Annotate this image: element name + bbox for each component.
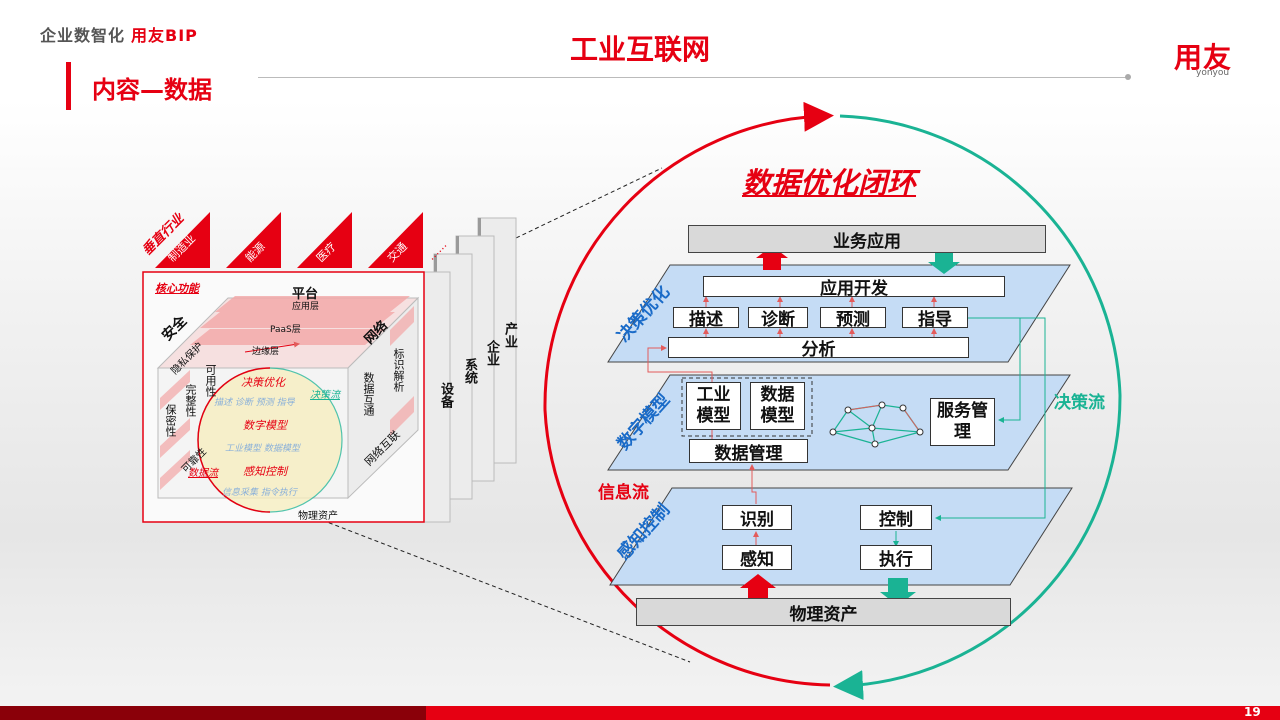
security-confidentiality: 保密性 [164, 404, 177, 437]
describe-box: 描述 [673, 307, 739, 330]
loop-title: 数据优化闭环 [742, 166, 917, 200]
core-function-label: 核心功能 [155, 282, 199, 295]
guide-box: 指导 [902, 307, 968, 330]
page-title: 工业互联网 [569, 33, 710, 66]
info-flow-label: 信息流 [598, 483, 649, 503]
loop-red-arc [543, 101, 834, 687]
decision-flow-service [998, 318, 1021, 423]
model-group-dashed [681, 377, 813, 437]
stack-system: 系统 [462, 358, 477, 384]
zoom-line-bottom [269, 499, 691, 663]
yonyou-logo: 用友 [1174, 41, 1233, 74]
cube-digital-model: 数字模型 [243, 419, 287, 432]
network-data-interop: 数据互通 [362, 372, 375, 416]
brand-right-text: 用友BIP [131, 26, 198, 45]
cube-decision-flow: 决策流 [310, 390, 340, 401]
security-integrity: 完整性 [184, 384, 197, 417]
decision-flow-label: 决策流 [1054, 393, 1105, 413]
predict-box: 预测 [820, 307, 886, 330]
service-mgmt-box: 服务管理 [930, 398, 995, 446]
stack-industry: 产业 [502, 322, 517, 348]
layer-application: 应用层 [292, 302, 320, 312]
block-arrow-down-top [928, 250, 960, 274]
cube-physical-asset: 物理资产 [298, 511, 338, 522]
app-dev-box: 应用开发 [703, 276, 1005, 299]
decision-small-arrows [703, 296, 937, 338]
page-number: 19 [1244, 705, 1261, 719]
stack-enterprise: 企业 [484, 340, 499, 366]
cube-info-flow: 数据流 [188, 468, 218, 479]
cube-decision-opt: 决策优化 [241, 376, 285, 389]
section-accent-bar [66, 62, 71, 110]
platform-label: 平台 [292, 287, 319, 302]
physical-asset-box: 物理资产 [636, 598, 1011, 626]
footer-bar-dark [0, 706, 426, 720]
network-graph [832, 404, 921, 445]
execute-box: 执行 [860, 545, 932, 570]
cube-side-slabs [160, 306, 414, 490]
data-model-box: 数据模型 [750, 382, 805, 430]
section-title: 内容—数据 [92, 76, 212, 104]
industrial-model-box: 工业模型 [686, 382, 741, 430]
header-divider-dot [1125, 74, 1131, 80]
cube-model-sub: 工业模型 数据模型 [225, 444, 300, 454]
yonyou-logo-sub: yonyou [1196, 68, 1230, 78]
brand-left-text: 企业数智化 [40, 26, 126, 45]
analysis-box: 分析 [668, 337, 969, 360]
cube-sense-sub: 信息采集 指令执行 [222, 488, 297, 498]
cube-sense-control: 感知控制 [243, 465, 287, 478]
control-box: 控制 [860, 505, 932, 530]
loop-teal-arc [833, 114, 1122, 701]
decision-flow-right [935, 317, 1046, 521]
business-app-box: 业务应用 [688, 225, 1046, 253]
diagnose-box: 诊断 [748, 307, 808, 330]
network-graph-nodes [829, 401, 924, 448]
cube-top-arrow [244, 341, 300, 353]
identify-to-model [749, 464, 757, 504]
layer-edge: 边缘层 [252, 347, 280, 357]
cube-inner-red-arc [197, 367, 271, 513]
brand-header: 企业数智化用友BIP [40, 22, 198, 46]
industry-flags [155, 212, 423, 268]
data-mgmt-box: 数据管理 [689, 439, 808, 464]
plane-sense [609, 487, 1073, 586]
network-identifier: 标识解析 [392, 348, 405, 392]
header-divider [258, 77, 1128, 78]
enterprise-stack [411, 217, 517, 523]
block-arrow-up-bottom [740, 574, 776, 600]
network-graph-links-red [847, 404, 921, 433]
sense-box: 感知 [722, 545, 792, 570]
cube-decision-sub: 描述 诊断 预测 指导 [214, 398, 295, 408]
security-availability: 可用性 [204, 364, 217, 397]
layer-paas: PaaS层 [270, 325, 301, 335]
stack-device: 设备 [438, 382, 453, 408]
identify-box: 识别 [722, 505, 792, 530]
footer-bar-red [426, 706, 1280, 720]
cube-layer-slabs [190, 296, 410, 345]
